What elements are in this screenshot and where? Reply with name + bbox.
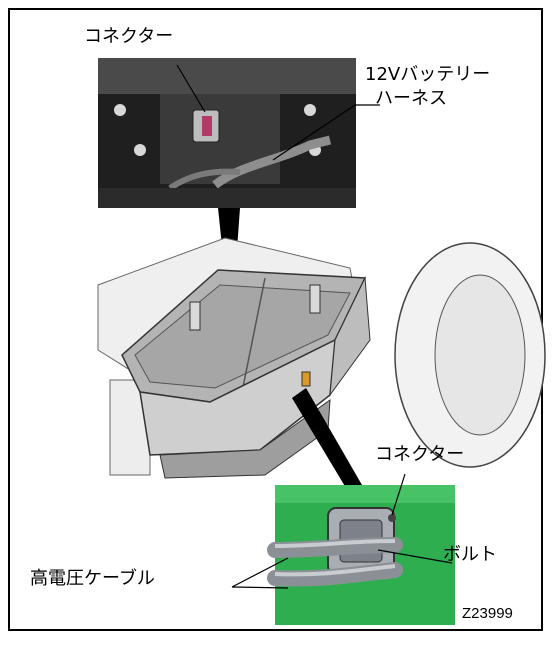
green-panel-top — [275, 485, 455, 503]
leader-hv-cable-1 — [231, 557, 289, 588]
top-photo-lower-edge — [98, 188, 356, 208]
top-photo-frame-rail — [98, 58, 356, 94]
label-harness-line1: 12Vバッテリー — [365, 64, 491, 85]
battery-top-panel — [134, 284, 351, 389]
harness-cable-2 — [168, 168, 241, 191]
bolt-head-3 — [304, 104, 316, 116]
leader-connector-bottom — [391, 473, 406, 516]
leader-bolt — [377, 549, 453, 564]
battery-illustration — [97, 237, 546, 479]
leader-hv-cable-2 — [231, 586, 289, 589]
bracket-1 — [189, 301, 201, 331]
bottom-photo — [267, 485, 455, 625]
label-connector-top: コネクター — [84, 26, 174, 47]
hv-cable-2 — [267, 562, 403, 587]
hv-cable-1-highlight — [274, 539, 396, 548]
bracket-2 — [309, 284, 321, 314]
orange-fitting — [301, 371, 311, 387]
pointer-bottom — [292, 388, 362, 488]
label-hv-cable: 高電圧ケーブル — [30, 568, 155, 589]
connector-bolt-head — [388, 514, 396, 522]
figure-frame: コネクター 12Vバッテリー ハーネス コネクター ボルト 高電圧ケーブル Z2… — [8, 8, 546, 631]
harness-cable-top — [212, 135, 332, 189]
battery-top-seam — [239, 277, 266, 403]
figure-code: Z23999 — [462, 605, 513, 622]
leader-lines — [176, 64, 453, 589]
bolt-head-1 — [114, 104, 126, 116]
tire-inner — [434, 274, 526, 436]
top-photo — [98, 58, 356, 208]
connector-pins-top — [202, 116, 212, 136]
label-harness-line2: ハーネス — [375, 88, 447, 109]
label-bolt: ボルト — [443, 544, 497, 565]
battery-side — [329, 276, 371, 397]
leader-harness — [272, 104, 380, 161]
label-connector-bottom: コネクター — [375, 444, 465, 465]
diagram-canvas — [97, 58, 546, 625]
hv-cable-2-highlight — [274, 564, 396, 577]
bolt-head-2 — [134, 144, 146, 156]
leader-connector-top — [176, 64, 206, 113]
hv-cable-1 — [267, 537, 403, 558]
